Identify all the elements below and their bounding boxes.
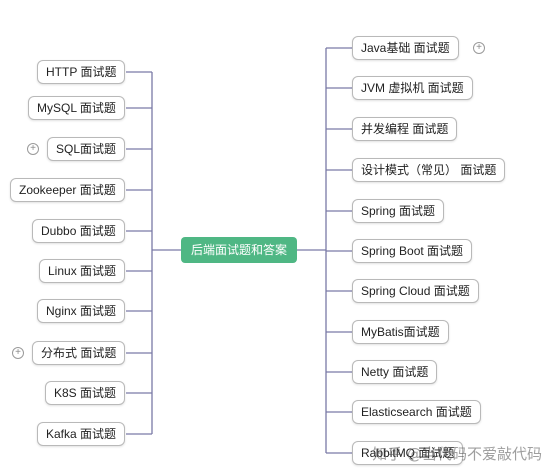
left-topic-4[interactable]: Dubbo 面试题 xyxy=(32,219,125,243)
right-topic-0[interactable]: Java基础 面试题 xyxy=(352,36,459,60)
expand-icon[interactable]: + xyxy=(12,347,24,359)
left-topic-7[interactable]: 分布式 面试题 xyxy=(32,341,126,365)
central-topic[interactable]: 后端面试题和答案 xyxy=(181,237,297,263)
right-topic-10[interactable]: RabbitMQ 面试题 xyxy=(352,441,464,465)
left-topic-2[interactable]: SQL面试题 xyxy=(47,137,126,161)
expand-icon[interactable]: + xyxy=(27,143,39,155)
left-topic-9[interactable]: Kafka 面试题 xyxy=(37,422,126,446)
left-topic-8[interactable]: K8S 面试题 xyxy=(45,381,126,405)
right-topic-5[interactable]: Spring Boot 面试题 xyxy=(352,239,473,263)
right-topic-1[interactable]: JVM 虚拟机 面试题 xyxy=(352,76,473,100)
left-topic-6[interactable]: Nginx 面试题 xyxy=(37,299,126,323)
right-topic-9[interactable]: Elasticsearch 面试题 xyxy=(352,400,481,424)
left-topic-0[interactable]: HTTP 面试题 xyxy=(37,60,126,84)
right-topic-6[interactable]: Spring Cloud 面试题 xyxy=(352,279,479,303)
watermark-text: 知乎 @当代码不爱敲代码 xyxy=(372,445,542,463)
right-topic-4[interactable]: Spring 面试题 xyxy=(352,199,445,223)
right-topic-7[interactable]: MyBatis面试题 xyxy=(352,320,449,344)
left-topic-5[interactable]: Linux 面试题 xyxy=(39,259,126,283)
left-topic-3[interactable]: Zookeeper 面试题 xyxy=(10,178,125,202)
right-topic-2[interactable]: 并发编程 面试题 xyxy=(352,117,458,141)
left-topic-1[interactable]: MySQL 面试题 xyxy=(28,96,125,120)
right-topic-8[interactable]: Netty 面试题 xyxy=(352,360,438,384)
right-topic-3[interactable]: 设计模式（常见） 面试题 xyxy=(352,158,506,182)
expand-icon[interactable]: + xyxy=(473,42,485,54)
